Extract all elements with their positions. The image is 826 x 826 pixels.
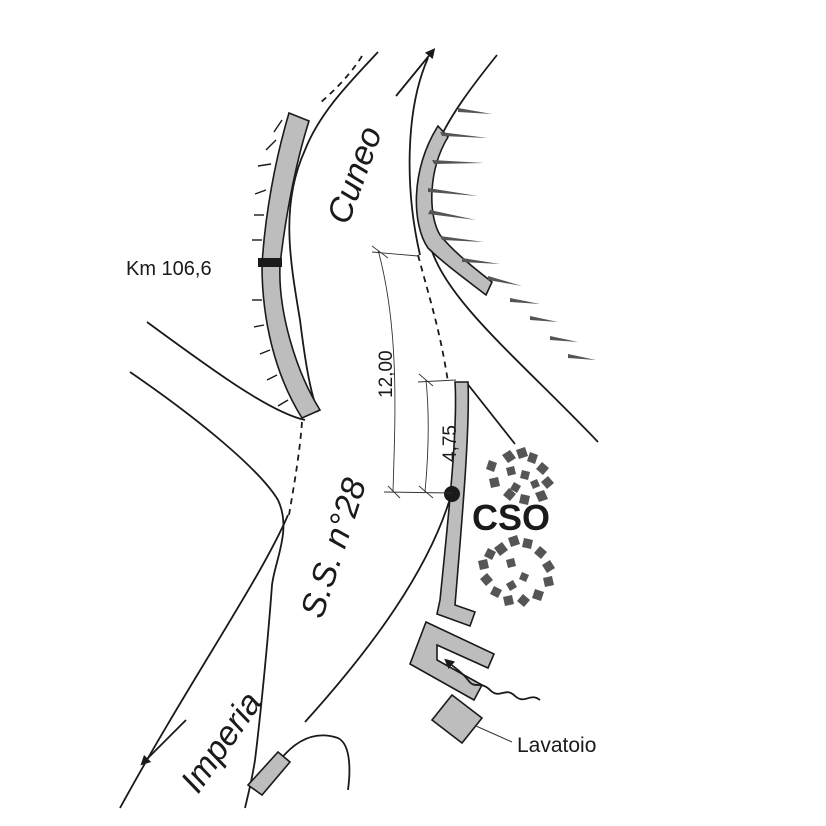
tick-mark — [277, 399, 289, 407]
road-dashed-north — [319, 55, 363, 104]
bottom-wall — [246, 750, 292, 797]
cso-wall — [436, 381, 477, 628]
dim-line-475 — [424, 379, 429, 493]
tick-mark — [254, 189, 267, 195]
tick-mark — [266, 374, 278, 381]
lavatoio-box — [430, 693, 484, 745]
road-east-edge-upper — [408, 57, 429, 256]
tree-south — [478, 535, 555, 607]
dimension-lines — [371, 245, 457, 499]
hachure-mark — [568, 354, 596, 360]
road-name-label: S.S. n°28 — [293, 474, 374, 623]
dim-ticks — [371, 245, 434, 499]
cso-label: CSO — [472, 497, 550, 538]
cso-point — [444, 486, 460, 502]
tick-mark — [273, 119, 283, 133]
trees — [478, 447, 555, 607]
east-retaining-wall — [415, 124, 493, 297]
tick-mark — [259, 349, 271, 355]
dim-ext-top — [371, 251, 419, 257]
arrow-to-imperia — [140, 719, 187, 766]
arrow-to-cuneo — [395, 48, 436, 97]
hachure-mark — [530, 316, 558, 322]
dim-12-label: 12,00 — [376, 350, 397, 398]
hachure-mark — [458, 108, 492, 114]
bottom-curve — [279, 734, 351, 791]
slope-hachures — [428, 108, 596, 360]
hachure-mark — [510, 298, 540, 304]
hachure-mark — [462, 258, 500, 264]
road-dashed-east — [417, 254, 449, 383]
side-road-north-edge — [146, 321, 306, 421]
dim-475-label: 4,75 — [440, 425, 461, 462]
side-road-south-edge — [129, 371, 285, 809]
hachure-mark — [428, 210, 476, 220]
dim-ext-bottom — [383, 491, 453, 494]
road-dashed-side — [288, 421, 303, 516]
hachure-mark — [550, 336, 578, 342]
tick-mark — [265, 139, 277, 151]
embankment-ticks — [252, 119, 289, 407]
hachure-mark — [440, 236, 484, 242]
cso-path-line — [465, 381, 516, 445]
walls — [246, 111, 496, 797]
lavatoio-leader — [475, 725, 513, 743]
lavatoio-label: Lavatoio — [517, 734, 596, 757]
dim-line-12 — [377, 249, 396, 493]
tree-north — [486, 447, 554, 505]
washhouse-channel — [409, 620, 496, 702]
road-east-edge-lower — [304, 491, 453, 723]
road-west-edge-upper — [288, 51, 379, 413]
west-retaining-wall — [261, 111, 322, 420]
tick-mark — [257, 163, 272, 167]
dim-ext-mid — [417, 379, 457, 383]
km-marker-label: Km 106,6 — [126, 258, 212, 280]
water-flow-squiggle — [444, 658, 541, 701]
cuneo-label: Cuneo — [320, 122, 390, 229]
hachure-mark — [488, 276, 522, 286]
hachure-mark — [428, 188, 478, 196]
hachure-mark — [432, 160, 484, 164]
tick-mark — [253, 324, 265, 328]
km-marker-bar — [258, 258, 282, 267]
hachure-mark — [440, 132, 488, 138]
